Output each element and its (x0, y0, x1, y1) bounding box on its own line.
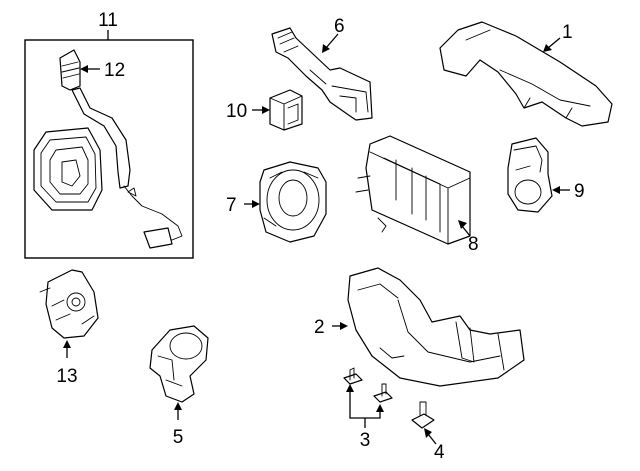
callout-2: 2 (314, 317, 325, 338)
callout-13: 13 (56, 366, 77, 387)
callout-1: 1 (562, 22, 573, 43)
group-box-11 (24, 39, 194, 259)
callout-10: 10 (226, 101, 247, 122)
part-5-lock-housing (149, 325, 209, 403)
callout-8-arrow (458, 220, 467, 229)
callout-5: 5 (173, 427, 184, 448)
callout-3-arrow-right (376, 404, 384, 412)
part-13-actuator (39, 269, 99, 339)
part-6-multifunction-switch (271, 27, 373, 121)
callout-8-leader (461, 225, 471, 237)
callout-10-arrow (262, 106, 270, 114)
callout-4-arrow (424, 428, 432, 438)
callout-5-arrow (174, 402, 182, 410)
part-2-lower-cover (347, 267, 525, 387)
callout-3: 3 (360, 430, 371, 451)
part-4-bolt (411, 401, 435, 429)
callout-1-arrow (543, 44, 552, 52)
callout-6-leader (325, 33, 339, 49)
part-1-upper-cover (439, 21, 613, 127)
callout-4: 4 (434, 442, 445, 463)
part-9-switch-ring (507, 137, 553, 213)
callout-4-leader (427, 433, 437, 445)
callout-11: 11 (98, 10, 118, 31)
callout-6: 6 (334, 16, 345, 37)
callout-6-arrow (322, 44, 330, 53)
part-10-switch (269, 89, 303, 131)
callout-7-arrow (252, 200, 260, 208)
part-3-screws (343, 367, 393, 403)
callout-8: 8 (468, 234, 479, 255)
callout-13-arrow (63, 340, 71, 348)
part-8-control-module (355, 135, 471, 245)
callout-12: 12 (104, 60, 125, 81)
callout-1-leader (547, 37, 561, 49)
part-12-shift-lever (59, 49, 183, 249)
callout-12-arrow (80, 65, 88, 73)
callout-3-arrow-left (346, 384, 354, 392)
callout-9: 9 (574, 181, 585, 202)
callout-9-arrow (552, 186, 560, 194)
part-11-shift-boot (33, 127, 103, 211)
part-7-clockspring (259, 161, 327, 243)
callout-3-leader (349, 388, 381, 419)
callout-7: 7 (226, 195, 237, 216)
callout-2-arrow (340, 322, 348, 330)
